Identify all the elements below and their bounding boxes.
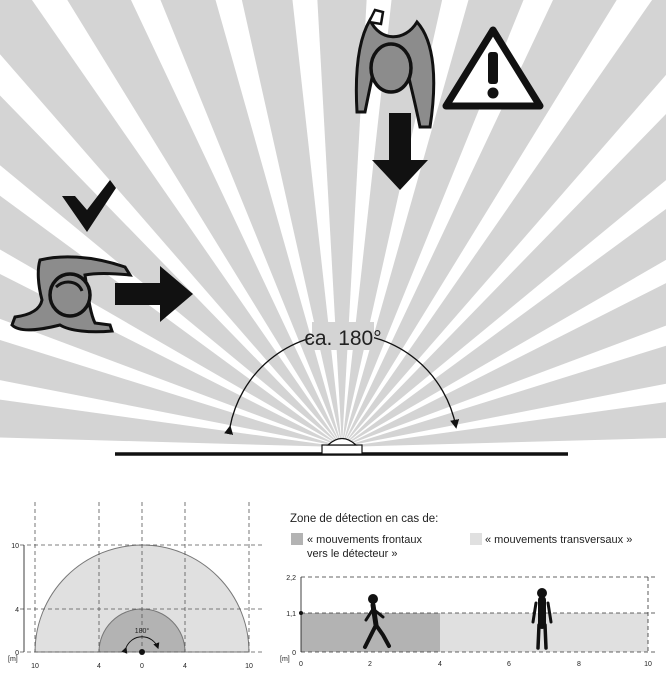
detection-ray <box>342 114 666 447</box>
detection-ray <box>342 208 666 447</box>
right-x-tick: 2 <box>368 661 372 668</box>
walking-person-icon <box>363 594 391 649</box>
detection-ray <box>342 0 617 447</box>
right-x-tick: 0 <box>299 661 303 668</box>
detection-ray <box>0 0 342 447</box>
right-y-tick: 0 <box>292 650 296 657</box>
legend-label-frontal: « mouvements frontaux <box>307 534 422 546</box>
legend-label-transversal: « mouvements transversaux » <box>485 534 632 546</box>
motion-sensor-icon <box>321 437 363 455</box>
warning-icon <box>442 26 544 110</box>
left-y-tick: 10 <box>11 543 19 550</box>
detection-ray <box>342 283 666 447</box>
angle-label-bg <box>312 322 374 350</box>
small-angle-label: 180° <box>135 627 150 635</box>
detection-ray <box>0 95 342 447</box>
detection-ray <box>342 0 443 447</box>
detection-ray <box>241 0 342 447</box>
arrow-down-icon <box>372 113 428 190</box>
detection-ray <box>342 402 666 447</box>
left-x-tick: 10 <box>245 663 253 670</box>
left-x-tick: 0 <box>140 663 144 670</box>
checkmark-icon <box>62 180 116 232</box>
standing-person-icon <box>531 588 553 650</box>
detection-ray <box>0 195 342 447</box>
person-frontal-icon <box>354 8 436 129</box>
arrow-right-icon <box>115 266 193 322</box>
right-chart-title: Zone de détection en cas de: <box>290 513 438 525</box>
detection-rays <box>0 0 666 447</box>
detection-ray <box>67 0 342 447</box>
right-x-tick: 10 <box>644 661 652 668</box>
left-unit-label: [m] <box>8 656 18 663</box>
legend-swatch-frontal <box>291 533 303 545</box>
legend-label-frontal-line2: vers le détecteur » <box>307 548 398 560</box>
right-y-tick: 1,1 <box>286 611 296 618</box>
detection-ray <box>342 0 524 447</box>
right-x-tick: 6 <box>507 661 511 668</box>
legend-swatch-transversal <box>470 533 482 545</box>
left-y-tick: 0 <box>15 650 19 657</box>
detection-ray <box>342 0 666 447</box>
left-x-tick: 4 <box>97 663 101 670</box>
person-transversal-icon <box>10 255 133 334</box>
angle-label: ca. 180° <box>304 327 381 350</box>
right-unit-label: [m] <box>280 656 290 663</box>
left-y-tick: 4 <box>15 607 19 614</box>
detection-ray <box>317 0 367 447</box>
left-x-tick: 4 <box>183 663 187 670</box>
detection-ray <box>160 0 342 447</box>
height-side-view-chart <box>299 576 658 653</box>
right-x-tick: 4 <box>438 661 442 668</box>
detection-ray <box>0 399 342 447</box>
left-x-tick: 10 <box>31 663 39 670</box>
right-x-tick: 8 <box>577 661 581 668</box>
right-y-tick: 2,2 <box>286 575 296 582</box>
range-top-view-chart <box>20 502 262 655</box>
